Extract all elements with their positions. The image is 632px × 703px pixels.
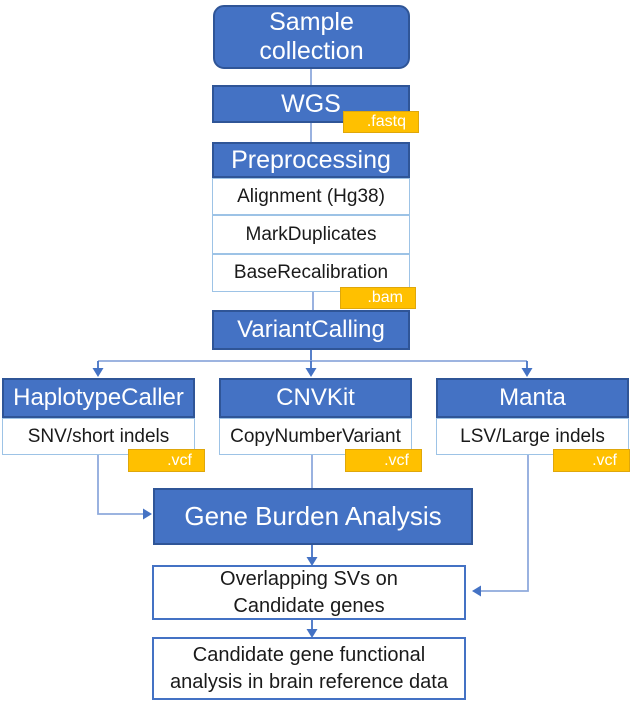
node-overlapping-svs: Overlapping SVs on Candidate genes <box>152 565 466 620</box>
file-tag-bam: .bam <box>340 287 416 309</box>
node-variantcalling: VariantCalling <box>212 310 410 350</box>
node-manta: Manta <box>436 378 629 418</box>
node-haplotypecaller-output: SNV/short indels <box>2 418 195 455</box>
node-step-baserecalibration: BaseRecalibration <box>212 254 410 292</box>
node-manta-output: LSV/Large indels <box>436 418 629 455</box>
file-tag-fastq: .fastq <box>343 111 419 133</box>
node-gene-burden-analysis: Gene Burden Analysis <box>153 488 473 545</box>
arrowhead-into-geneburden-left <box>143 508 152 520</box>
arrowhead-into-haplotypecaller <box>92 368 104 377</box>
node-cnvkit: CNVKit <box>219 378 412 418</box>
node-preprocessing-header: Preprocessing <box>212 142 410 178</box>
connector-manta-to-overlapping <box>481 455 529 592</box>
node-haplotypecaller: HaplotypeCaller <box>2 378 195 418</box>
file-tag-vcf-cnvkit: .vcf <box>345 449 422 472</box>
node-step-markduplicates: MarkDuplicates <box>212 215 410 254</box>
node-cnvkit-output: CopyNumberVariant <box>219 418 412 455</box>
file-tag-vcf-haplotypecaller: .vcf <box>128 449 205 472</box>
file-tag-vcf-manta: .vcf <box>553 449 630 472</box>
node-sample-collection: Sample collection <box>213 5 410 69</box>
node-step-alignment: Alignment (Hg38) <box>212 178 410 215</box>
arrowhead-into-manta <box>521 368 533 377</box>
arrowhead-into-overlapping-right <box>472 585 481 597</box>
node-candidate-gene-analysis: Candidate gene functional analysis in br… <box>152 637 466 700</box>
arrowhead-into-cnvkit <box>305 368 317 377</box>
